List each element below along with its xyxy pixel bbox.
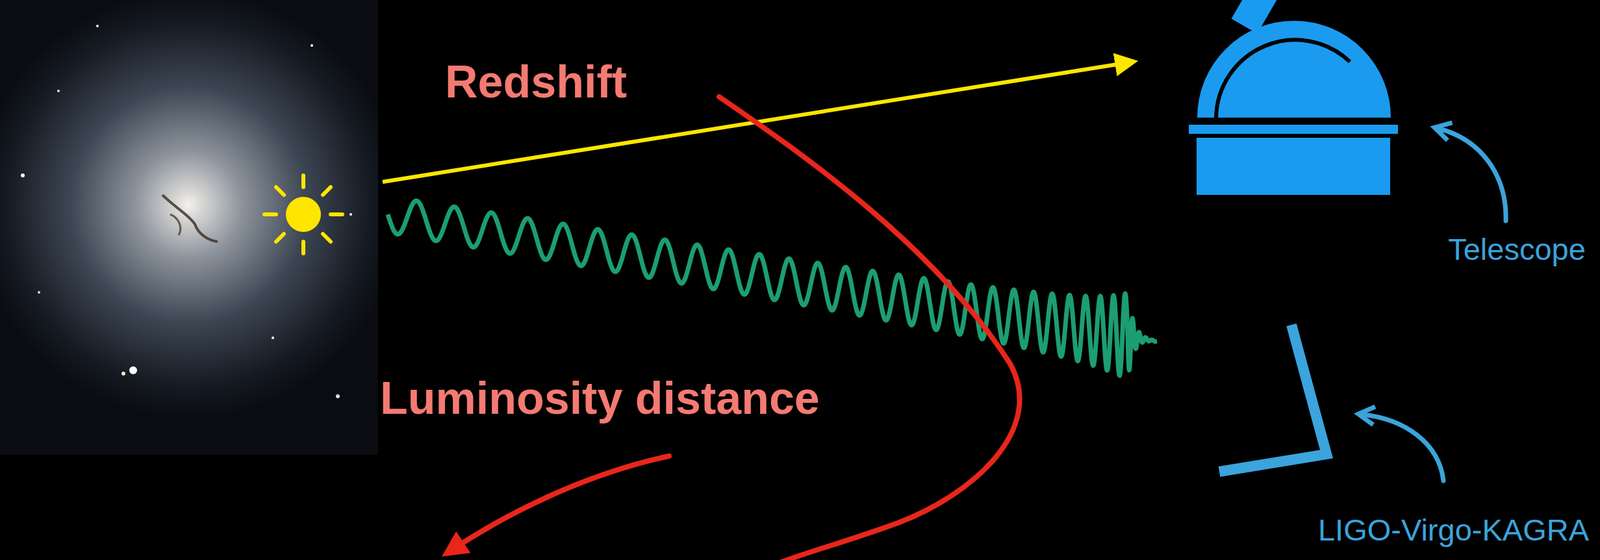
instrument-label: Telescope xyxy=(1447,232,1586,267)
red-curve xyxy=(719,96,1020,560)
instrument-label: LIGO-Virgo-KAGRA xyxy=(1318,513,1589,547)
red-arrow xyxy=(448,456,670,553)
quantity-label: Redshift xyxy=(444,57,627,108)
pointer-arrow xyxy=(1438,128,1506,221)
quantity-label: Luminosity distance xyxy=(380,373,820,424)
detector-symbol xyxy=(1219,324,1327,472)
gravitational-wave xyxy=(387,200,1157,376)
galaxy-image xyxy=(0,0,379,455)
telescope-icon xyxy=(1188,0,1398,195)
source-symbol xyxy=(264,175,343,254)
pointer-arrow xyxy=(1362,414,1444,481)
